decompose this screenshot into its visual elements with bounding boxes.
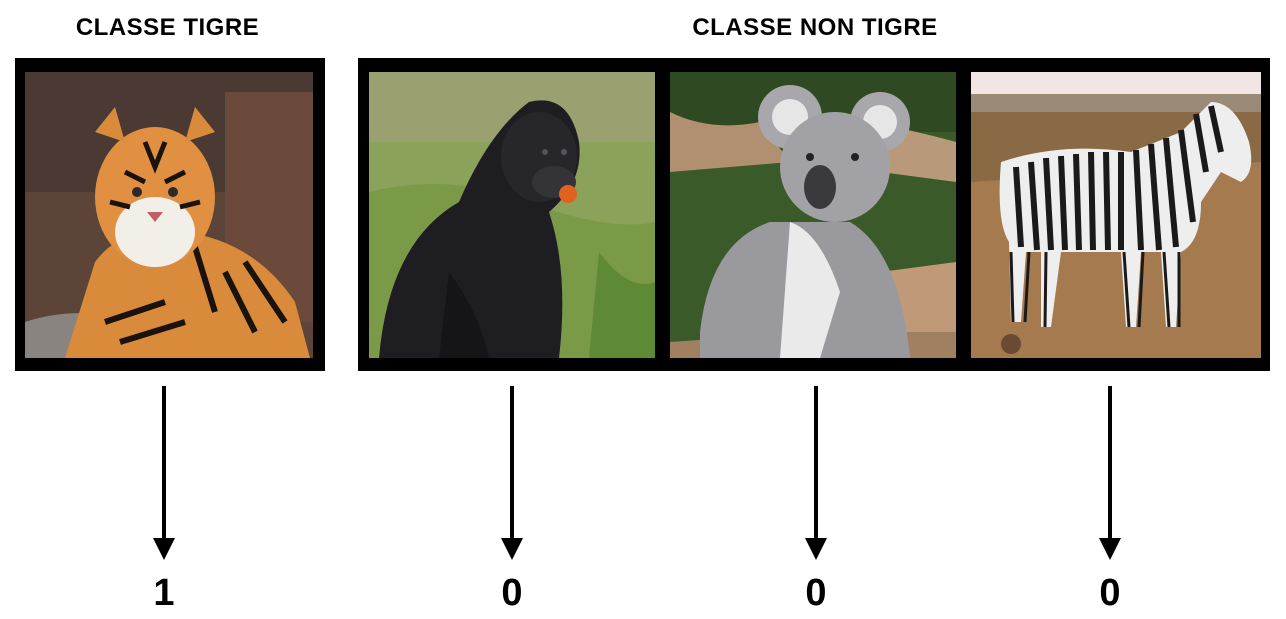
tiger-image: [25, 72, 313, 358]
tiger-arrow-head: [153, 538, 175, 560]
zebra-image: [971, 72, 1261, 358]
tiger-class-title: CLASSE TIGRE: [75, 14, 260, 41]
tiger-arrow-shaft: [162, 386, 166, 538]
zebra-label: 0: [1099, 572, 1121, 614]
koala-label: 0: [805, 572, 827, 614]
zebra-arrow-head: [1099, 538, 1121, 560]
gorilla-arrow-shaft: [510, 386, 514, 538]
non-tiger-class-title: CLASSE NON TIGRE: [692, 14, 938, 41]
koala-arrow-head: [805, 538, 827, 560]
zebra-arrow-shaft: [1108, 386, 1112, 538]
tiger-label: 1: [153, 572, 175, 614]
gorilla-arrow-head: [501, 538, 523, 560]
gorilla-label: 0: [501, 572, 523, 614]
koala-image: [670, 72, 956, 358]
koala-arrow-shaft: [814, 386, 818, 538]
gorilla-image: [369, 72, 655, 358]
